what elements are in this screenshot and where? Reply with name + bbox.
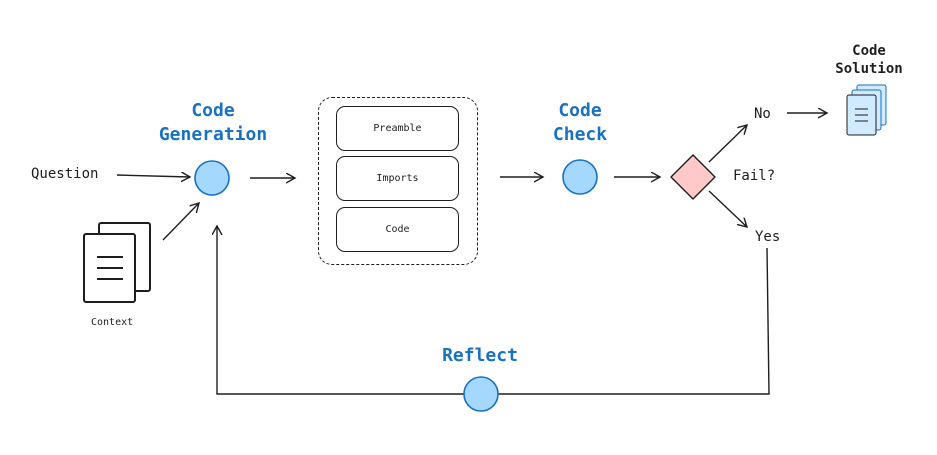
imports-block[interactable]: Imports [336,156,459,201]
code-solution-document-icon [846,84,887,136]
code-check-label-line1: Code [558,100,602,121]
reflect-loop-line [217,226,770,395]
preamble-block[interactable]: Preamble [336,106,459,151]
arrow-decision-to-no [708,125,747,163]
fail-question-label: Fail? [733,168,776,184]
fail-decision-diamond[interactable] [670,154,716,200]
code-generation-label: Code Generation [148,99,278,147]
context-label: Context [91,317,134,328]
code-generation-label-line2: Generation [158,124,268,145]
code-generation-node[interactable] [194,160,230,196]
code-check-label-line2: Check [552,124,608,145]
code-block[interactable]: Code [336,207,459,252]
arrow-decision-to-yes [708,190,747,227]
code-check-node[interactable] [562,159,598,195]
yes-label: Yes [755,229,781,245]
code-solution-label: Code Solution [826,42,912,78]
arrow-context-to-generation [162,203,199,241]
code-solution-label-line2: Solution [835,61,903,77]
code-check-label: Code Check [530,99,630,147]
no-label: No [754,106,771,122]
arrow-question-to-generation [116,175,190,177]
generated-code-container [318,97,478,265]
code-solution-label-line1: Code [852,43,886,59]
reflect-label: Reflect [442,345,518,366]
reflect-node[interactable] [463,376,499,412]
code-generation-label-line1: Code [191,100,235,121]
context-document-icon [83,222,151,303]
question-label: Question [31,166,99,182]
